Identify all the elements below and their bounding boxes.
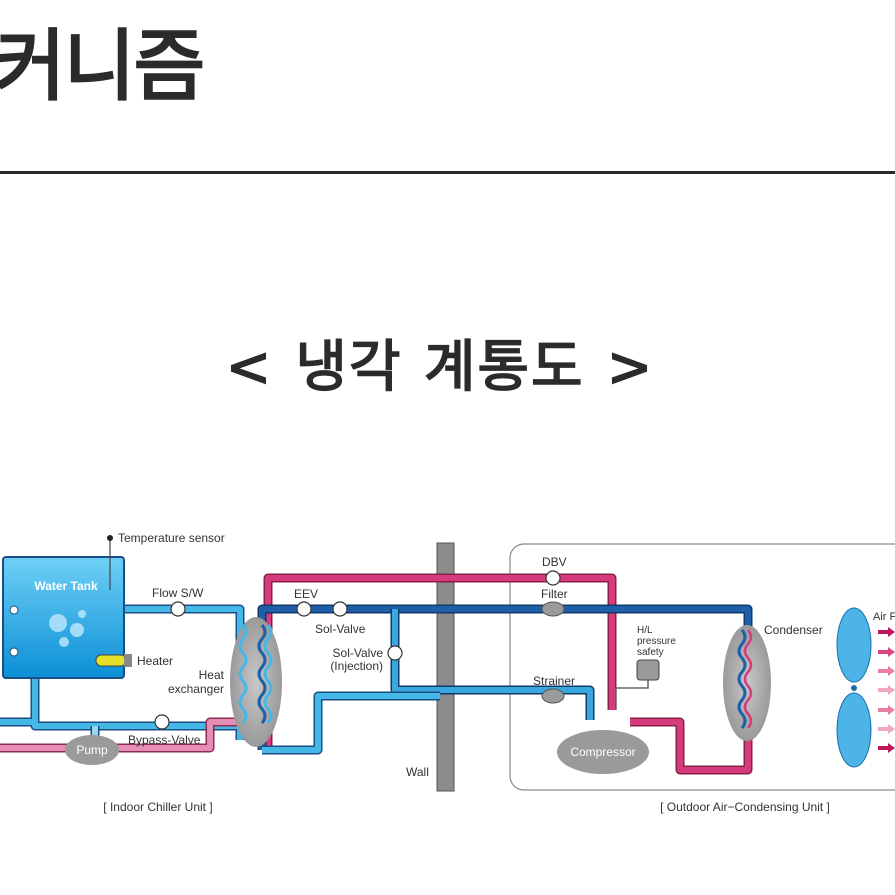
compressor-label: Compressor xyxy=(570,745,635,759)
sol-valve-icon xyxy=(332,601,348,617)
eev-label: EEV xyxy=(294,587,318,601)
hl-pressure-label-2: pressure xyxy=(637,636,676,647)
outdoor-unit-caption: [ Outdoor Air−Condensing Unit ] xyxy=(660,800,830,814)
temperature-sensor-icon xyxy=(107,535,113,541)
heat-exchanger-label-1: Heat xyxy=(199,668,225,682)
wall-label: Wall xyxy=(406,765,429,779)
sol-valve-label: Sol-Valve xyxy=(315,622,366,636)
filter-label: Filter xyxy=(541,587,568,601)
dbv-label: DBV xyxy=(542,555,567,569)
flow-switch-icon xyxy=(170,601,186,617)
water-tank-label: Water Tank xyxy=(34,579,98,593)
flow-switch-label: Flow S/W xyxy=(152,586,204,600)
heat-exchanger xyxy=(230,617,282,747)
air-flow-arrows xyxy=(878,627,895,753)
heading-divider xyxy=(0,171,895,174)
indoor-unit-caption: [ Indoor Chiller Unit ] xyxy=(103,800,212,814)
hl-pressure-label-3: safety xyxy=(637,647,664,658)
pump xyxy=(65,735,119,765)
air-flow-label: Air F xyxy=(873,611,895,623)
pump-label: Pump xyxy=(76,743,108,757)
dbv-icon xyxy=(545,570,561,586)
compressor xyxy=(557,730,649,774)
fan-icon xyxy=(836,607,872,768)
heat-exchanger-label-2: exchanger xyxy=(168,682,224,696)
heater-label: Heater xyxy=(137,654,173,668)
pressure-safety-switch xyxy=(636,659,660,681)
bypass-valve-label: Bypass-Valve xyxy=(128,733,201,747)
strainer-label: Strainer xyxy=(533,674,575,688)
suction-pipe xyxy=(262,693,440,753)
sol-valve-injection-label-2: (Injection) xyxy=(330,659,383,673)
injection-pipe xyxy=(392,609,593,720)
page-heading: 커니즘 xyxy=(0,22,205,112)
strainer xyxy=(541,688,565,704)
eev-icon xyxy=(296,601,312,617)
sol-valve-injection-icon xyxy=(387,645,403,661)
condenser-label: Condenser xyxy=(764,623,823,637)
bypass-valve-icon xyxy=(154,714,170,730)
pressure-sensing-line xyxy=(615,680,649,710)
hl-pressure-label-1: H/L xyxy=(637,625,653,636)
chilled-water-return-pipe xyxy=(32,676,255,729)
filter xyxy=(541,601,565,617)
sol-valve-injection-label-1: Sol-Valve xyxy=(333,646,384,660)
outdoor-unit-frame xyxy=(509,543,895,791)
diagram-title: < 냉각 계통도 > xyxy=(225,335,655,400)
temperature-sensor-label: Temperature sensor xyxy=(118,531,225,545)
heater xyxy=(95,654,127,667)
